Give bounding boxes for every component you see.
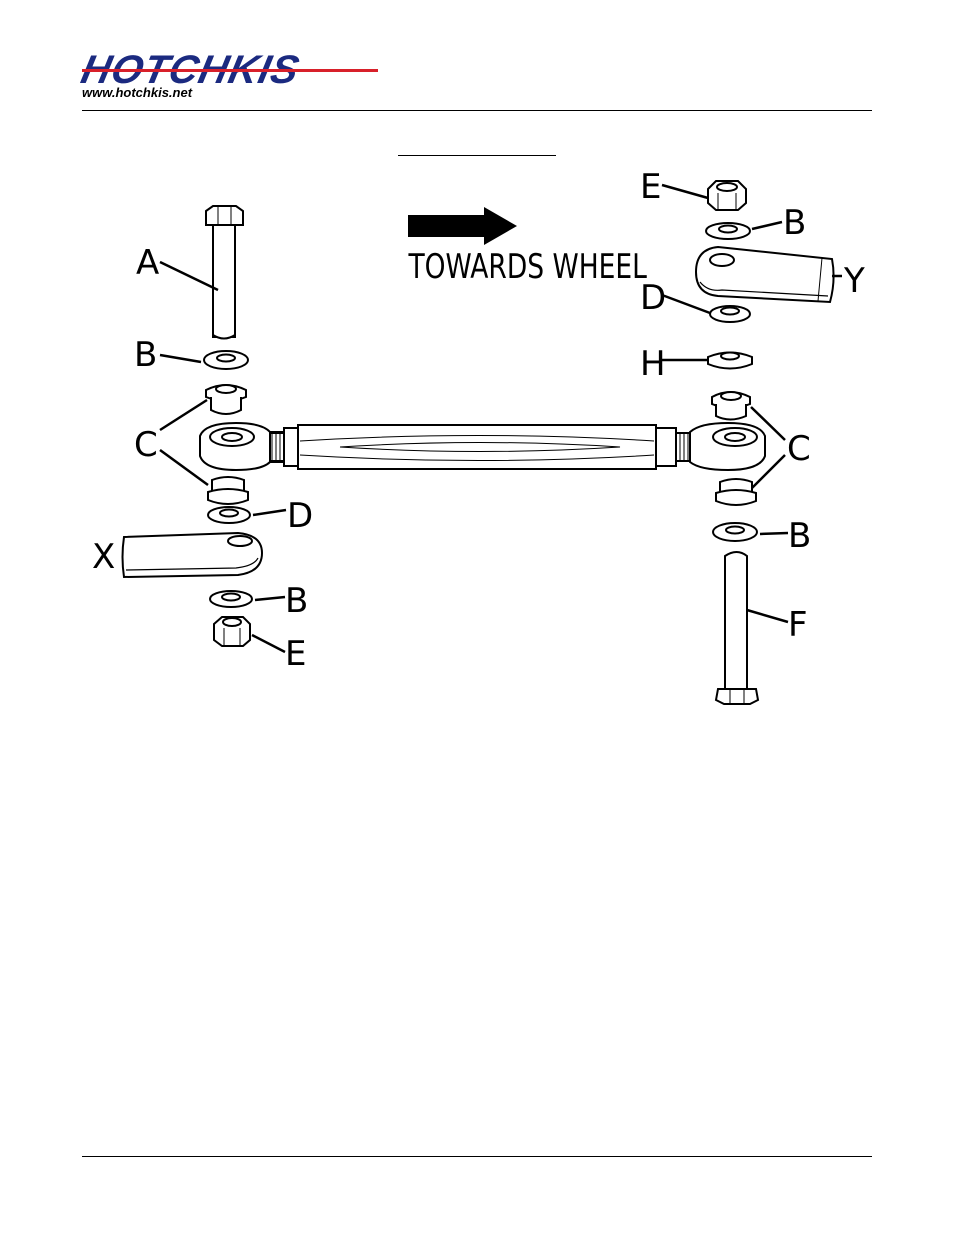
spacer-c-left-upper xyxy=(205,384,247,415)
label-c-left: C xyxy=(134,425,158,465)
adjustable-tube xyxy=(269,424,691,470)
label-e-right: E xyxy=(640,167,661,207)
leader-e-right xyxy=(661,183,709,200)
header-rule xyxy=(82,110,872,111)
direction-arrow-icon xyxy=(408,207,517,245)
logo-stripe xyxy=(82,69,378,72)
label-c-right: C xyxy=(787,429,811,469)
spacer-c-left-lower xyxy=(207,476,249,505)
website-url: www.hotchkis.net xyxy=(82,85,193,100)
label-h: H xyxy=(640,344,666,384)
spacer-c-right-upper xyxy=(711,391,751,421)
leader-f xyxy=(746,608,789,624)
label-d-right: D xyxy=(640,278,666,318)
washer-d-left xyxy=(207,506,251,524)
nut-e-right xyxy=(707,180,747,211)
direction-label: TOWARDS WHEEL xyxy=(408,248,647,287)
spacer-c-right-lower xyxy=(715,478,757,506)
label-e-left: E xyxy=(285,634,306,674)
title-underline xyxy=(398,155,556,156)
leader-a xyxy=(159,260,219,292)
label-f: F xyxy=(788,605,808,645)
bracket-x xyxy=(121,531,264,579)
bolt-a xyxy=(205,205,244,340)
washer-b-left-top xyxy=(203,350,249,370)
rod-end-right xyxy=(689,421,766,472)
hotchkis-logo: HOTCHKIS www.hotchkis.net xyxy=(77,48,382,102)
leader-e-left xyxy=(251,633,286,654)
nut-e-left xyxy=(213,616,251,647)
washer-b-left-bottom xyxy=(209,590,253,608)
label-b-left-bottom: B xyxy=(285,581,308,621)
leader-c-left-upper xyxy=(159,398,208,432)
leader-c-right-lower xyxy=(751,454,786,489)
leader-b-right-top xyxy=(751,220,783,231)
washer-b-right-bottom xyxy=(712,522,758,542)
leader-b-left-top xyxy=(159,353,202,364)
rod-end-left xyxy=(199,421,285,472)
label-b-left-top: B xyxy=(134,335,157,375)
leader-c-left-lower xyxy=(159,448,209,487)
washer-d-right xyxy=(709,305,751,323)
footer-rule xyxy=(82,1156,872,1157)
leader-c-right-upper xyxy=(750,406,786,441)
leader-b-left-bottom xyxy=(254,595,286,602)
washer-h xyxy=(707,351,753,370)
leader-b-right-bottom xyxy=(759,531,789,536)
label-x: X xyxy=(92,537,115,577)
label-b-right-bottom: B xyxy=(788,516,811,556)
leader-d-right xyxy=(661,293,711,315)
label-d-left: D xyxy=(287,496,313,536)
label-b-right-top: B xyxy=(783,203,806,243)
washer-b-right-top xyxy=(705,222,751,240)
label-y: Y xyxy=(843,261,865,301)
bracket-y xyxy=(694,245,835,304)
bolt-f xyxy=(714,551,760,705)
leader-d-left xyxy=(252,508,287,517)
label-a: A xyxy=(136,243,159,283)
